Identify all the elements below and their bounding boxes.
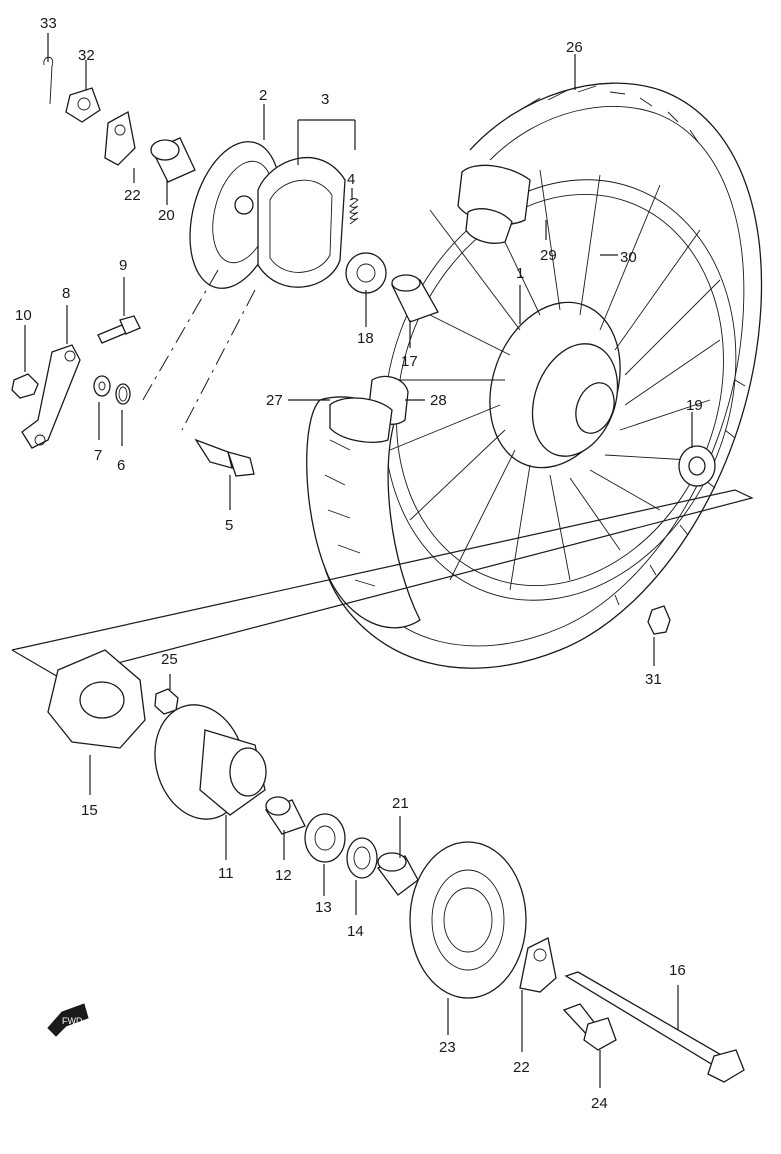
fwd-label: FWD xyxy=(62,1016,83,1026)
brake-shoes-3 xyxy=(257,156,346,288)
fwd-arrow-badge: FWD xyxy=(47,1003,89,1037)
label-26: 26 xyxy=(566,39,583,56)
label-22-top: 22 xyxy=(124,187,141,204)
label-5: 5 xyxy=(225,517,233,534)
o-ring-6 xyxy=(115,383,131,405)
guide-line-1 xyxy=(139,269,219,406)
label-19: 19 xyxy=(686,397,703,414)
label-10: 10 xyxy=(15,307,32,324)
label-6: 6 xyxy=(117,457,125,474)
washer-7 xyxy=(93,375,111,397)
tire-wheel-assembly xyxy=(315,82,763,669)
section-line-2 xyxy=(11,649,61,679)
nut-10 xyxy=(11,373,39,399)
part-labels: 33 32 22 20 2 3 4 9 8 10 7 6 5 18 17 1 2… xyxy=(15,15,703,1112)
sprocket-23 xyxy=(409,841,527,999)
label-30: 30 xyxy=(620,249,637,266)
label-23: 23 xyxy=(439,1039,456,1056)
label-13: 13 xyxy=(315,899,332,916)
label-14: 14 xyxy=(347,923,364,940)
damper-15 xyxy=(47,649,146,749)
spring-4 xyxy=(349,198,359,225)
bushing-12 xyxy=(265,796,306,835)
bearing-18 xyxy=(345,252,387,294)
section-line-1 xyxy=(11,489,754,679)
label-33: 33 xyxy=(40,15,57,32)
label-16: 16 xyxy=(669,962,686,979)
brake-cam-5 xyxy=(194,438,255,477)
sprocket-drum-11 xyxy=(154,704,267,820)
label-21: 21 xyxy=(392,795,409,812)
leader-lines xyxy=(24,33,693,1088)
bolt-24 xyxy=(562,1003,617,1051)
rim-band-28 xyxy=(329,375,409,443)
brake-arm-8 xyxy=(21,344,81,449)
label-3: 3 xyxy=(321,91,329,108)
label-24: 24 xyxy=(591,1095,608,1112)
label-12: 12 xyxy=(275,867,292,884)
label-15: 15 xyxy=(81,802,98,819)
label-31: 31 xyxy=(645,671,662,688)
cotter-pin-33 xyxy=(43,56,54,105)
label-22-bottom: 22 xyxy=(513,1059,530,1076)
label-27: 27 xyxy=(266,392,283,409)
label-2: 2 xyxy=(259,87,267,104)
label-8: 8 xyxy=(62,285,70,302)
label-7: 7 xyxy=(94,447,102,464)
label-1: 1 xyxy=(516,265,524,282)
label-9: 9 xyxy=(119,257,127,274)
tube-29 xyxy=(457,164,531,244)
label-4: 4 xyxy=(347,171,355,188)
axle-16 xyxy=(564,971,745,1083)
guide-line-2 xyxy=(181,289,256,431)
label-32: 32 xyxy=(78,47,95,64)
label-25: 25 xyxy=(161,651,178,668)
label-18: 18 xyxy=(357,330,374,347)
collar-20 xyxy=(150,137,196,183)
bearing-13 xyxy=(304,813,346,863)
label-28: 28 xyxy=(430,392,447,409)
bearing-19 xyxy=(678,445,716,487)
spacer-21 xyxy=(376,852,419,896)
label-17: 17 xyxy=(401,353,418,370)
nut-32 xyxy=(65,87,101,123)
bolt-9 xyxy=(97,315,141,344)
label-11: 11 xyxy=(218,865,234,882)
label-29: 29 xyxy=(540,247,557,264)
bracket-22-top xyxy=(104,111,136,166)
bracket-22-bottom xyxy=(519,937,557,993)
spacer-17 xyxy=(391,274,439,323)
label-20: 20 xyxy=(158,207,175,224)
oil-seal-14 xyxy=(346,837,378,879)
